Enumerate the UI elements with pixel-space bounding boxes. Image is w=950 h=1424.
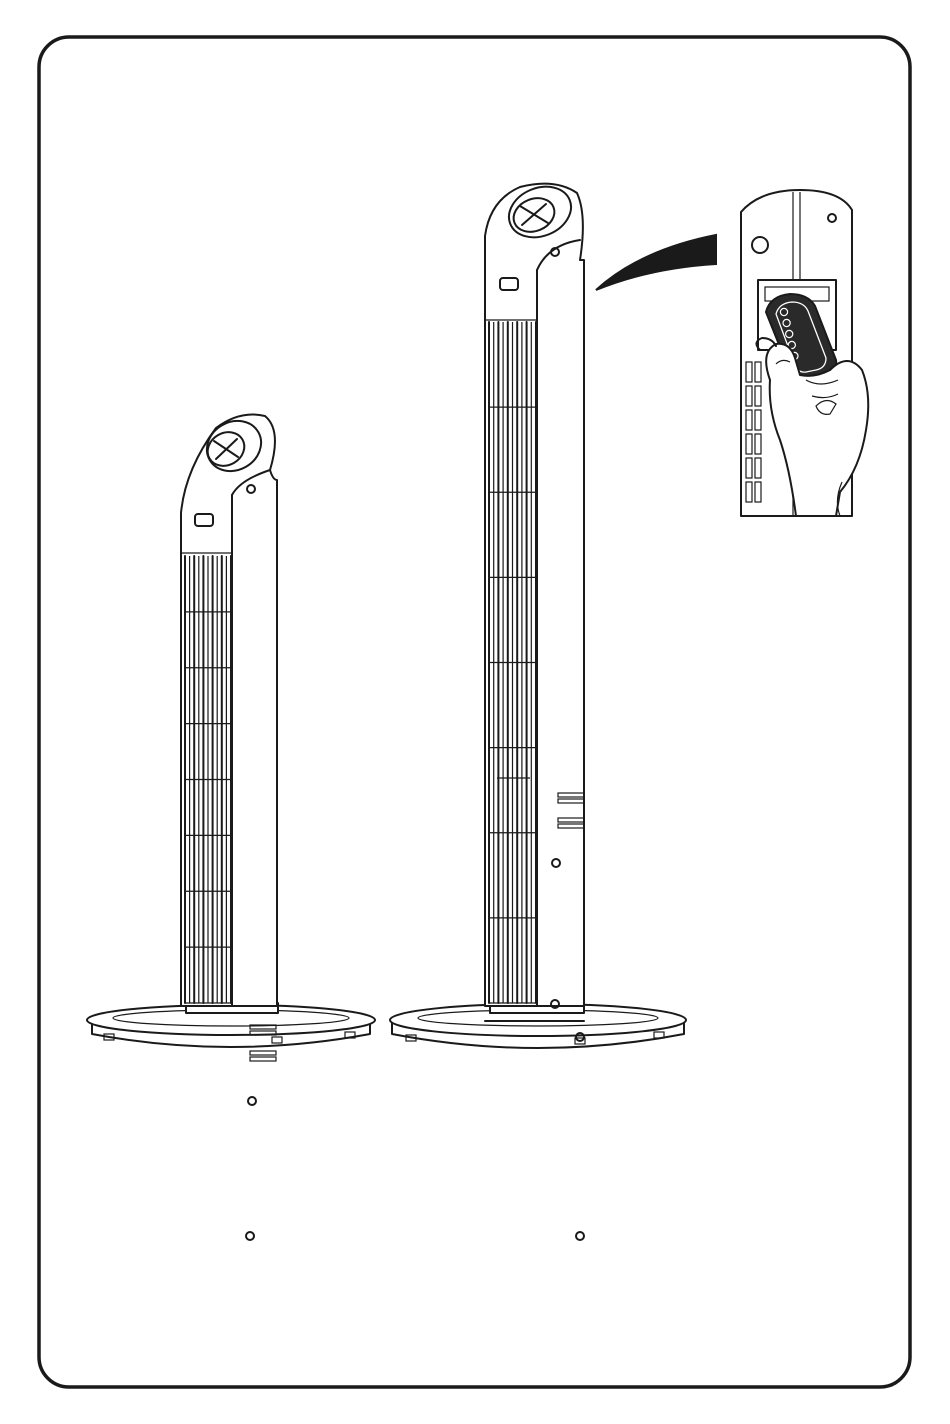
tower-fan-tall: [390, 178, 686, 1240]
screw-hole: [576, 1232, 584, 1240]
tower-fan-short: [87, 411, 375, 1240]
fan-body: [181, 415, 277, 1007]
screw-hole: [246, 1232, 254, 1240]
screw-hole: [248, 1097, 256, 1105]
fan-body: [485, 184, 584, 1006]
remote-storage-inset: [741, 190, 868, 516]
side-vent-lower: [250, 1051, 276, 1061]
curved-arrow: [596, 235, 716, 290]
